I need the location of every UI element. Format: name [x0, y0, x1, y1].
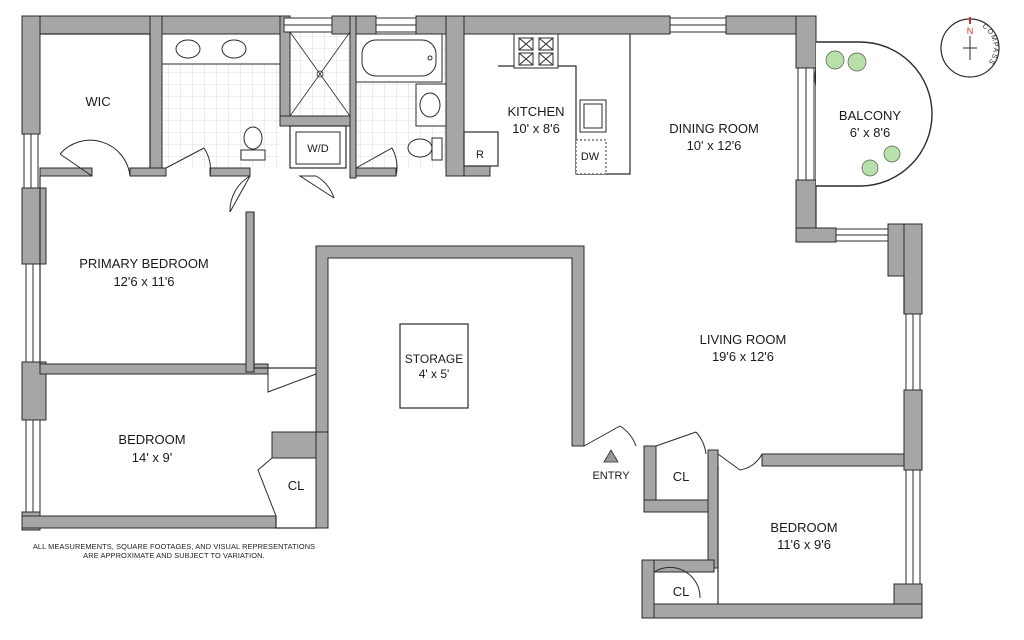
living-room-size: 19'6 x 12'6 — [712, 349, 774, 364]
shower-icon — [289, 31, 351, 117]
kitchen-label: KITCHEN — [507, 104, 564, 119]
primary-bedroom-label: PRIMARY BEDROOM — [79, 256, 209, 271]
wic-label: WIC — [85, 94, 110, 109]
storage-box — [399, 323, 469, 409]
storage-size: 4' x 5' — [419, 367, 450, 381]
entry-label: ENTRY — [592, 470, 630, 482]
entry-triangle-icon — [603, 449, 619, 463]
balcony-size: 6' x 8'6 — [850, 125, 890, 140]
bedroom-left-size: 14' x 9' — [132, 450, 172, 465]
stove-icon — [513, 33, 559, 69]
disclaimer-line-2: ARE APPROXIMATE AND SUBJECT TO VARIATION… — [83, 551, 265, 560]
dishwasher-label: DW — [581, 151, 600, 163]
toilet-icon — [240, 126, 266, 161]
closet-label-left: CL — [288, 478, 305, 493]
bedroom-left-label: BEDROOM — [118, 432, 185, 447]
living-room-label: LIVING ROOM — [700, 332, 787, 347]
windows — [23, 17, 921, 585]
compass: N COMPASS — [940, 17, 1000, 78]
closet-label-bottom: CL — [673, 584, 690, 599]
hall-toilet-icon — [407, 137, 443, 161]
balcony — [816, 41, 933, 187]
plant-icon — [825, 50, 901, 177]
bedroom-right-label: BEDROOM — [770, 520, 837, 535]
primary-bedroom-size: 12'6 x 11'6 — [113, 274, 174, 289]
compass-north-letter: N — [967, 26, 974, 36]
disclaimer-line-1: ALL MEASUREMENTS, SQUARE FOOTAGES, AND V… — [32, 542, 316, 551]
refrigerator-label: R — [476, 149, 484, 161]
bathtub-icon — [355, 33, 443, 83]
washer-dryer-label: W/D — [307, 143, 328, 155]
balcony-label: BALCONY — [839, 108, 901, 123]
kitchen-sink-icon — [579, 99, 607, 133]
doors — [59, 67, 833, 599]
washer-dryer-box — [289, 125, 347, 169]
dining-room-label: DINING ROOM — [669, 121, 759, 136]
bedroom-right-size: 11'6 x 9'6 — [777, 537, 831, 552]
closet-label-middle: CL — [673, 469, 690, 484]
vanity-sink-icon — [415, 83, 447, 127]
storage-label: STORAGE — [405, 352, 463, 366]
dining-room-size: 10' x 12'6 — [687, 138, 742, 153]
sink-icon — [161, 33, 281, 65]
walls — [21, 15, 923, 619]
dishwasher-box — [575, 139, 607, 175]
disclaimer: ALL MEASUREMENTS, SQUARE FOOTAGES, AND V… — [14, 542, 334, 560]
kitchen-size: 10' x 8'6 — [512, 121, 560, 136]
